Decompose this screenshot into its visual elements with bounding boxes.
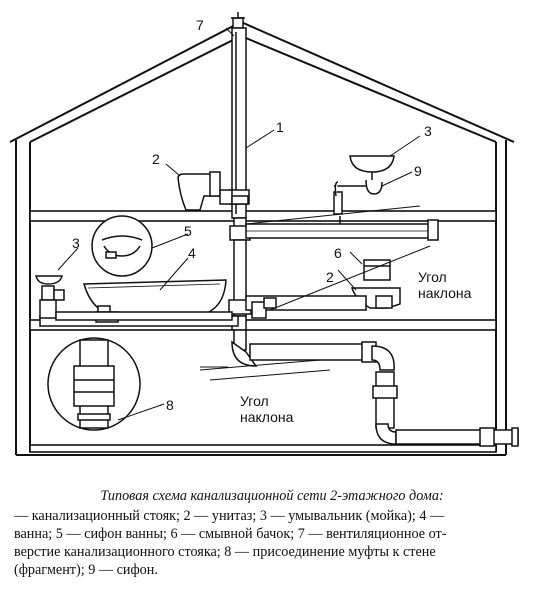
mid-floor-drain [55, 311, 233, 321]
caption-line: — канализационный стояк; 2 — унитаз; 3 —… [14, 508, 445, 524]
plumbing-diagram: 1 2 3 9 3 5 4 6 2 7 8 Угол наклона Угол … [9, 12, 519, 456]
caption-line: (фрагмент); 9 — сифон. [14, 562, 158, 578]
label-9-siphon: 9 [414, 163, 422, 179]
slope-low-label-line1: Угол [240, 393, 269, 409]
slope-mid-label-line2: наклона [418, 285, 472, 301]
toilet-top [177, 171, 249, 211]
bath-siphon-zoom [91, 215, 153, 277]
number-labels: 1 2 3 9 3 5 4 6 2 7 8 [72, 17, 432, 413]
house-outline [9, 20, 515, 456]
label-6-tank: 6 [334, 245, 342, 261]
label-3-sink-top: 3 [424, 123, 432, 139]
label-4-bath: 4 [188, 245, 196, 261]
slope-mid-label-line1: Угол [418, 269, 447, 285]
label-5-bath-siphon: 5 [184, 223, 192, 239]
sink-siphon-top [334, 155, 395, 197]
leader-lines [57, 27, 421, 421]
caption-title: Типовая схема канализационной сети 2-эта… [100, 488, 444, 504]
caption-line: ванна; 5 — сифон ванны; 6 — смывной бачо… [14, 526, 447, 542]
slope-annotations: Угол наклона Угол наклона [240, 269, 472, 425]
sink-mid [35, 275, 65, 319]
label-3-sink-mid: 3 [72, 235, 80, 251]
label-2-toilet-top: 2 [152, 151, 160, 167]
slope-low-label-line2: наклона [240, 409, 294, 425]
label-1-riser: 1 [276, 119, 284, 135]
caption-body: — канализационный стояк; 2 — унитаз; 3 —… [14, 507, 530, 579]
lower-drain-pipe [199, 340, 519, 447]
floor-slabs [29, 210, 497, 453]
toilet-and-tank-mid [245, 245, 431, 319]
upper-branch-pipe [245, 191, 439, 241]
label-2-toilet-mid: 2 [326, 269, 334, 285]
wall-coupling-zoom [47, 337, 141, 431]
label-7-vent: 7 [196, 17, 204, 33]
label-8-coupling: 8 [166, 397, 174, 413]
caption-line: верстие канализационного стояка; 8 — при… [14, 544, 436, 560]
vent-cap [231, 12, 245, 29]
bathtub [39, 279, 239, 327]
figure-caption: Типовая схема канализационной сети 2-эта… [14, 487, 530, 579]
